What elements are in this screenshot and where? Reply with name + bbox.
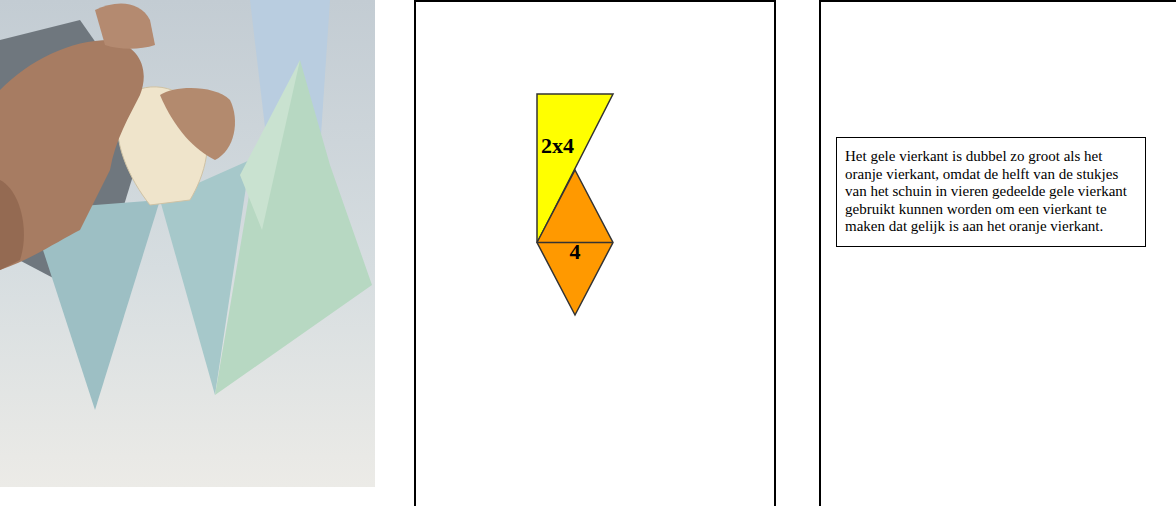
orange-diamond: 4 [537, 170, 613, 315]
panel-frame [415, 1, 775, 506]
text-box: Het gele vierkant is dubbel zo groot als… [836, 137, 1146, 247]
finger [0, 180, 24, 270]
green-triangle [215, 60, 372, 395]
green-fold [240, 60, 300, 230]
finger [95, 3, 155, 48]
hand [0, 40, 144, 270]
body-text: Het gele vierkant is dubbel zo groot als… [845, 148, 1137, 236]
area-label: 2x4 [541, 134, 574, 158]
area-label: 4 [570, 240, 581, 264]
photo [0, 0, 375, 487]
photo-ground [0, 0, 375, 487]
panel-frame [820, 1, 1176, 506]
diamond-fill [537, 170, 613, 315]
thumb [160, 88, 235, 160]
